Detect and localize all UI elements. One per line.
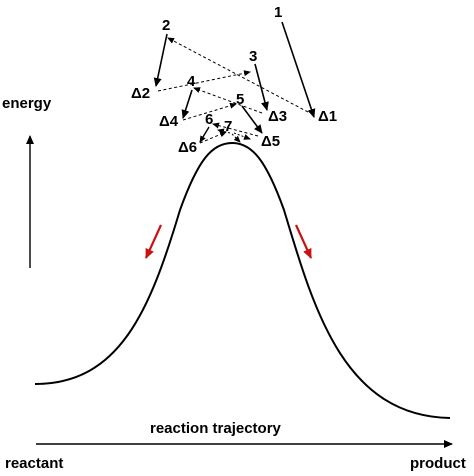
step-1-to-d1 [281,21,316,118]
dashed-7-down [231,133,241,143]
delta-6-label: Δ6 [178,139,197,156]
energy-barrier-curve [34,141,451,419]
right-descent-arrow [294,224,313,259]
delta-2-label: Δ2 [131,85,150,102]
point-7-label: 7 [224,118,232,135]
step-2-to-d2 [153,33,168,87]
dashed-d6-to-7 [199,131,227,144]
point-5-label: 5 [236,91,244,108]
step-5-to-d5 [241,105,263,134]
dashed-7-right [233,132,251,140]
point-2-label: 2 [162,17,170,34]
delta-4-label: Δ4 [159,113,179,130]
step-3-to-d3 [254,63,269,111]
delta-3-label: Δ3 [268,108,287,125]
trajectory-axis-label: reaction trajectory [150,420,282,437]
dashed-d1-to-2 [167,37,309,113]
delta-1-label: Δ1 [318,108,337,125]
delta-5-label: Δ5 [261,133,280,150]
point-3-label: 3 [249,48,257,65]
reactant-label: reactant [5,455,63,472]
step-6-to-d6 [199,126,210,143]
point-4-label: 4 [187,73,196,90]
point-1-label: 1 [274,4,282,21]
step-4-to-d4 [181,89,193,119]
left-descent-arrow [144,224,163,259]
dashed-d4-to-5 [182,102,237,121]
dashed-d5-to-6 [212,122,259,137]
energy-axis-label: energy [2,95,52,112]
product-label: product [410,455,466,472]
dashed-d2-to-3 [157,70,251,92]
point-6-label: 6 [205,111,213,128]
dashed-d3-to-4 [193,87,263,114]
